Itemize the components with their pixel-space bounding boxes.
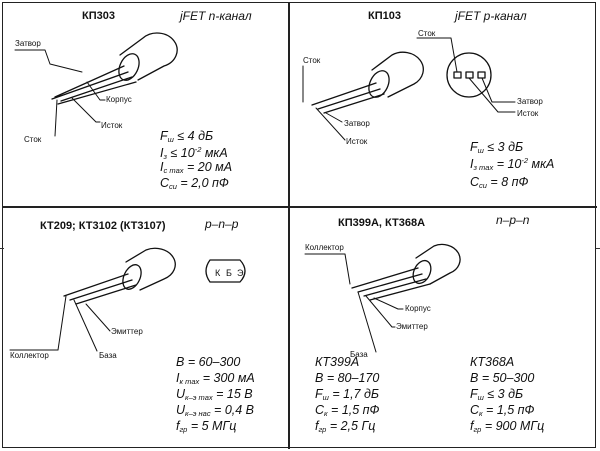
kp103-drain-label: Сток	[303, 56, 321, 65]
kp103-pin-drain-label: Сток	[418, 29, 436, 38]
kp399a-emitter-label: Эмиттер	[396, 322, 428, 331]
kt209-emitter-label: Эмиттер	[111, 327, 143, 336]
kt209-title: КТ209; КТ3102 (КТ3107)	[40, 220, 166, 232]
kt209-param-max-voltage: Uк–э max = 15 В	[176, 387, 253, 402]
kp303-channel-type: jFET n-канал	[180, 9, 252, 23]
kp399a-base-label: База	[350, 350, 368, 359]
kp103-param-capacitance: Cси = 8 пФ	[470, 175, 529, 190]
vertical-divider	[288, 3, 290, 449]
kp399a-body-label: Корпус	[405, 304, 431, 313]
kp103-param-noise: Fш ≤ 3 дБ	[470, 140, 524, 155]
kp103-channel-type: jFET p-канал	[455, 9, 527, 23]
kt399a-param-capacitance: Cк = 1,5 пФ	[315, 403, 380, 418]
kt209-collector-label: Коллектор	[10, 351, 49, 360]
kp399a-transistor-drawing	[304, 243, 461, 353]
kp303-title: КП303	[82, 10, 115, 22]
kp303-source-label: Исток	[101, 121, 123, 130]
kp399a-title: КП399А, КТ368А	[338, 217, 426, 229]
kt209-transistor-drawing	[9, 247, 246, 352]
kt209-base-label: База	[99, 351, 117, 360]
kp303-param-drain-current: Ic max = 20 мА	[160, 160, 233, 175]
kp399a-structure-type: n–p–n	[496, 213, 530, 227]
kt209-pin-emitter: Э	[237, 268, 244, 278]
kp103-title: КП103	[368, 10, 401, 22]
kt368a-param-frequency: fгр = 900 МГц	[470, 419, 545, 434]
kt209-param-sat-voltage: Uк–э нас = 0,4 В	[176, 403, 255, 418]
edge-mark	[596, 248, 600, 249]
kt399a-name: КТ399А	[315, 355, 360, 369]
kt209-pin-collector: К	[215, 268, 221, 278]
kp303-transistor-drawing	[14, 32, 178, 137]
kt368a-param-gain: B = 50–300	[470, 371, 535, 385]
kp303-body-label: Корпус	[106, 95, 132, 104]
edge-mark	[0, 248, 4, 249]
kt368a-param-noise: Fш ≤ 3 дБ	[470, 387, 524, 402]
kp103-pin-source-label: Исток	[517, 109, 539, 118]
horizontal-divider	[3, 206, 597, 208]
kt399a-param-noise: Fш = 1,7 дБ	[315, 387, 380, 402]
kt209-pin-base: Б	[226, 268, 232, 278]
kp303-drain-label: Сток	[24, 135, 42, 144]
kp303-param-capacitance: Cси = 2,0 пФ	[160, 176, 229, 191]
kp303-param-noise: Fш ≤ 4 дБ	[160, 129, 214, 144]
kt209-param-max-current: Iк max = 300 мА	[176, 371, 255, 386]
kp303-param-gate-current: Iз ≤ 10-2 мкА	[160, 145, 228, 161]
kp103-pin-gate-label: Затвор	[517, 97, 543, 106]
kt368a-name: КТ368А	[470, 355, 515, 369]
kp103-transistor-drawing	[302, 37, 516, 141]
kt368a-param-capacitance: Cк = 1,5 пФ	[470, 403, 535, 418]
kp303-gate-label: Затвор	[15, 39, 41, 48]
kp103-gate-label: Затвор	[344, 119, 370, 128]
kt209-structure-type: p–n–p	[205, 217, 239, 231]
kp103-source-label: Исток	[346, 137, 368, 146]
kt399a-param-frequency: fгр = 2,5 Гц	[315, 419, 376, 434]
kt209-param-frequency: fгр = 5 МГц	[176, 419, 237, 434]
kp399a-collector-label: Коллектор	[305, 243, 344, 252]
kt399a-param-gain: B = 80–170	[315, 371, 380, 385]
kp103-param-gate-current: Iз max = 10-2 мкА	[470, 156, 555, 172]
kt209-param-gain: B = 60–300	[176, 355, 241, 369]
